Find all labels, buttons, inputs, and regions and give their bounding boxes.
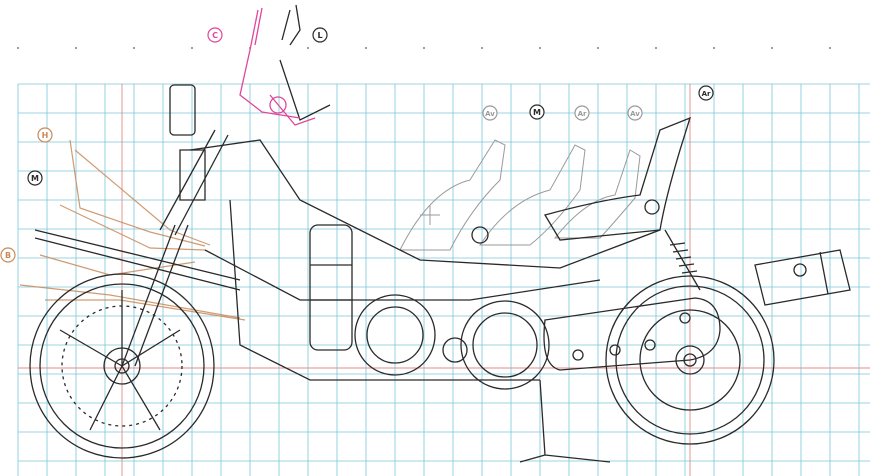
callout-label: Av <box>630 110 640 118</box>
bike-body <box>29 4 851 463</box>
callout-ar2: Ar <box>698 85 714 101</box>
callout-label: B <box>5 251 11 260</box>
callout-av2: Av <box>627 105 643 121</box>
tick-dot <box>771 47 773 49</box>
callout-label: Av <box>485 110 495 118</box>
tick-dot <box>423 47 425 49</box>
callout-circle <box>207 27 223 43</box>
tick-dot <box>365 47 367 49</box>
callout-label: Ar <box>702 90 711 98</box>
callout-label: C <box>212 31 218 40</box>
callout-circle <box>37 127 53 143</box>
callout-circle <box>312 27 328 43</box>
callout-label: M <box>533 108 541 117</box>
callout-circle <box>482 105 498 121</box>
tick-dot <box>713 47 715 49</box>
callout-label: H <box>42 131 49 140</box>
tick-dot <box>17 47 19 49</box>
callout-av1: Av <box>482 105 498 121</box>
callout-circle <box>529 104 545 120</box>
callout-label: Ar <box>578 110 587 118</box>
callout-ar1: Ar <box>574 105 590 121</box>
tick-dot <box>829 47 831 49</box>
callout-c: C <box>207 27 223 43</box>
callout-circle <box>698 85 714 101</box>
callout-circle <box>0 247 16 263</box>
callout-circle <box>574 105 590 121</box>
callout-circle <box>27 170 43 186</box>
tick-dot <box>655 47 657 49</box>
callout-h: H <box>37 127 53 143</box>
callout-label: L <box>317 31 322 40</box>
tick-dot <box>191 47 193 49</box>
callout-m_mid: M <box>529 104 545 120</box>
tick-dot <box>307 47 309 49</box>
tick-dot <box>75 47 77 49</box>
seat-positions <box>399 139 641 251</box>
callout-label: M <box>31 174 39 183</box>
tick-dot <box>481 47 483 49</box>
tick-dot <box>597 47 599 49</box>
callout-m_left: M <box>27 170 43 186</box>
callout-b: B <box>0 247 16 263</box>
handlebar-alternate <box>239 7 316 126</box>
callout-circle <box>627 105 643 121</box>
callout-l: L <box>312 27 328 43</box>
tick-dot <box>539 47 541 49</box>
tick-dot <box>133 47 135 49</box>
measurement-grid <box>17 47 870 476</box>
